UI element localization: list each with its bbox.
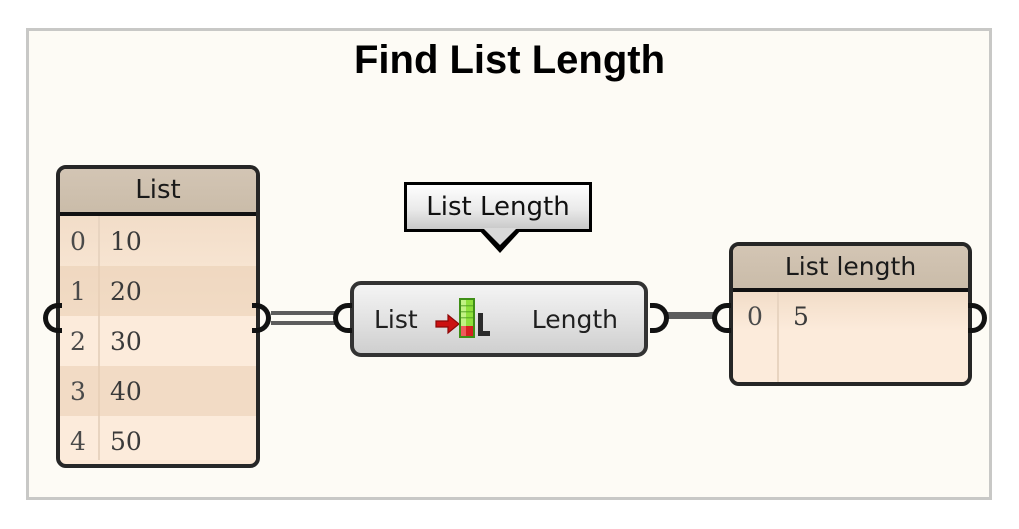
row-value: 40: [110, 376, 142, 406]
row-index: 1: [70, 276, 86, 306]
row-index: 0: [70, 226, 86, 256]
function-input-port[interactable]: [333, 303, 352, 333]
function-output-port[interactable]: [650, 303, 669, 333]
row-value: 5: [793, 301, 809, 331]
list-watch-header: List: [60, 169, 256, 216]
row-index: 4: [70, 426, 86, 456]
column-divider: [777, 292, 779, 382]
wire-function-to-result: [666, 312, 716, 319]
table-row[interactable]: 2 30: [60, 316, 256, 366]
result-watch-body: 0 5: [733, 292, 968, 382]
function-output-label: Length: [531, 304, 618, 334]
list-watch-node[interactable]: List 0 10 1 20 2 30 3 40 4 50: [56, 165, 260, 468]
result-watch-node[interactable]: List length 0 5: [729, 242, 972, 386]
result-watch-header: List length: [733, 246, 968, 292]
table-row[interactable]: 3 40: [60, 366, 256, 416]
function-tooltip: List Length: [404, 182, 592, 232]
wire-list-to-function: [271, 311, 335, 315]
result-node-input-port[interactable]: [712, 303, 731, 333]
row-index: 3: [70, 376, 86, 406]
row-value: 10: [110, 226, 142, 256]
table-row[interactable]: 0 5: [733, 292, 968, 340]
tooltip-label: List Length: [426, 192, 570, 222]
row-value: 20: [110, 276, 142, 306]
list-length-function-node[interactable]: List Length: [350, 281, 648, 357]
page-title: Find List Length: [353, 38, 666, 82]
list-watch-body: 0 10 1 20 2 30 3 40 4 50: [60, 216, 256, 460]
table-row[interactable]: 1 20: [60, 266, 256, 316]
row-index: 0: [747, 301, 763, 331]
result-node-output-port[interactable]: [968, 303, 987, 333]
table-row[interactable]: 4 50: [60, 416, 256, 464]
wire-list-to-function: [271, 321, 335, 325]
tooltip-tail-fill: [483, 228, 517, 245]
list-node-input-port[interactable]: [43, 303, 62, 333]
column-divider: [98, 216, 100, 460]
row-index: 2: [70, 326, 86, 356]
table-row[interactable]: 0 10: [60, 216, 256, 266]
list-node-output-port[interactable]: [252, 303, 271, 333]
row-value: 50: [110, 426, 142, 456]
function-input-label: List: [374, 304, 418, 334]
row-value: 30: [110, 326, 142, 356]
list-length-icon: [434, 297, 490, 341]
